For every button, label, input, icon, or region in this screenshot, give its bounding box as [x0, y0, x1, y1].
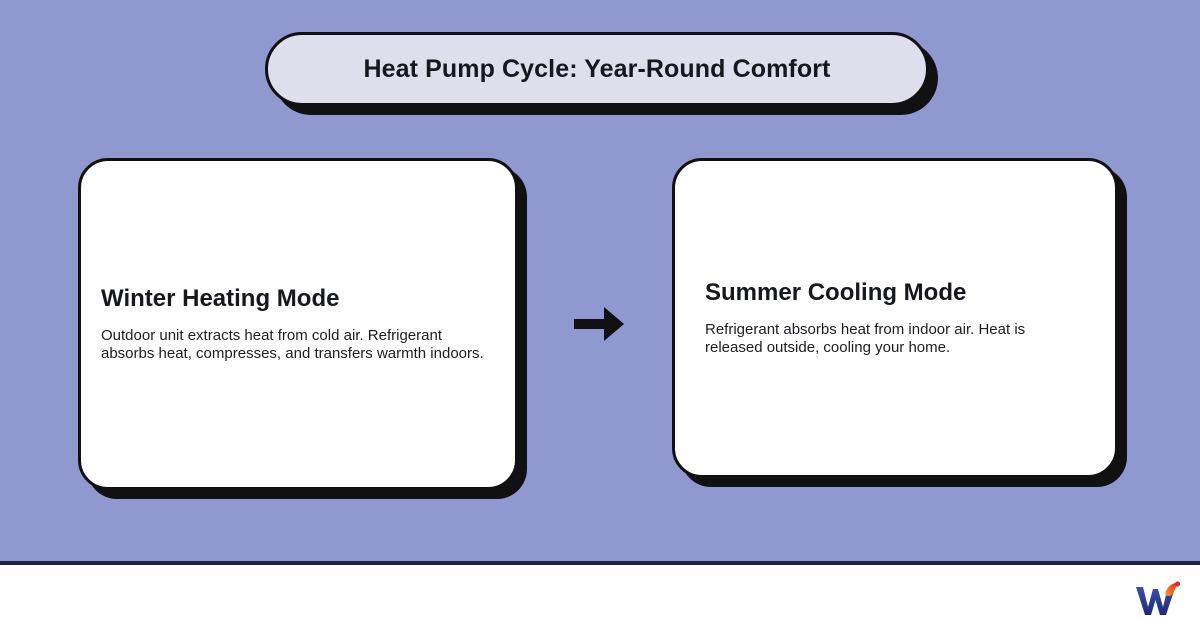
card-body-text: Outdoor unit extracts heat from cold air…: [101, 326, 484, 362]
card-body-text: Refrigerant absorbs heat from indoor air…: [705, 320, 1026, 356]
card-content: Winter Heating Mode Outdoor unit extract…: [81, 161, 515, 487]
footer-bar: [0, 561, 1200, 630]
card-summer-cooling: Summer Cooling Mode Refrigerant absorbs …: [672, 158, 1118, 478]
card-content: Summer Cooling Mode Refrigerant absorbs …: [675, 161, 1115, 475]
title-banner: Heat Pump Cycle: Year-Round Comfort: [265, 32, 929, 106]
page-title: Heat Pump Cycle: Year-Round Comfort: [363, 54, 831, 83]
card-heading: Winter Heating Mode: [101, 284, 340, 312]
card-winter-heating: Winter Heating Mode Outdoor unit extract…: [78, 158, 518, 490]
card-heading: Summer Cooling Mode: [705, 278, 967, 306]
w-brand-logo-icon: [1130, 577, 1182, 621]
infographic-canvas: Heat Pump Cycle: Year-Round Comfort Wint…: [0, 0, 1200, 561]
arrow-right-icon: [566, 296, 632, 352]
